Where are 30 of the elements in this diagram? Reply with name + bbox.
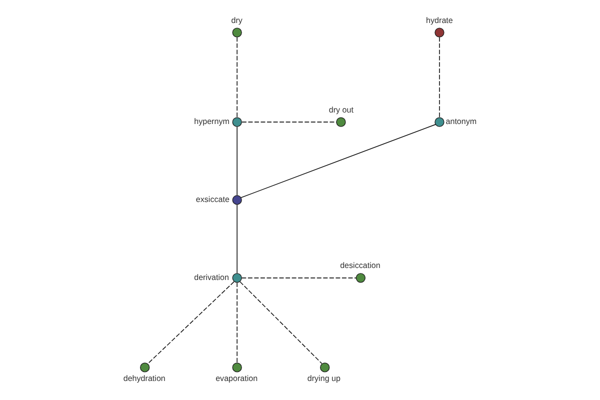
connector [236, 126, 238, 196]
node-circle [336, 117, 346, 127]
node-label: hypernym [194, 117, 230, 126]
node-circle [232, 28, 242, 38]
connector [236, 36, 238, 118]
node-label: antonym [446, 117, 477, 126]
connector [236, 282, 238, 364]
node-label: dry [231, 16, 242, 25]
connector [236, 204, 238, 274]
node-label: dehydration [123, 374, 166, 384]
node-circle [434, 117, 444, 127]
node-label: hydrate [426, 16, 453, 25]
node-circle [232, 362, 242, 372]
node-label: evaporation [216, 374, 258, 384]
connector [240, 281, 322, 364]
node-circle [232, 117, 242, 127]
node-circle [320, 362, 330, 372]
node-label: dry out [328, 105, 354, 114]
node-circle [232, 195, 242, 205]
connector [240, 124, 436, 198]
node-label: derivation [194, 272, 230, 282]
node-circle [232, 273, 242, 283]
node-label: desiccation [340, 261, 380, 270]
node-circle [356, 273, 366, 283]
node-label: exsiccate [196, 194, 230, 204]
node-circle [140, 362, 150, 372]
connector [147, 281, 234, 364]
node-label: drying up [307, 374, 340, 384]
node-circle [434, 28, 444, 38]
connector [439, 36, 440, 118]
